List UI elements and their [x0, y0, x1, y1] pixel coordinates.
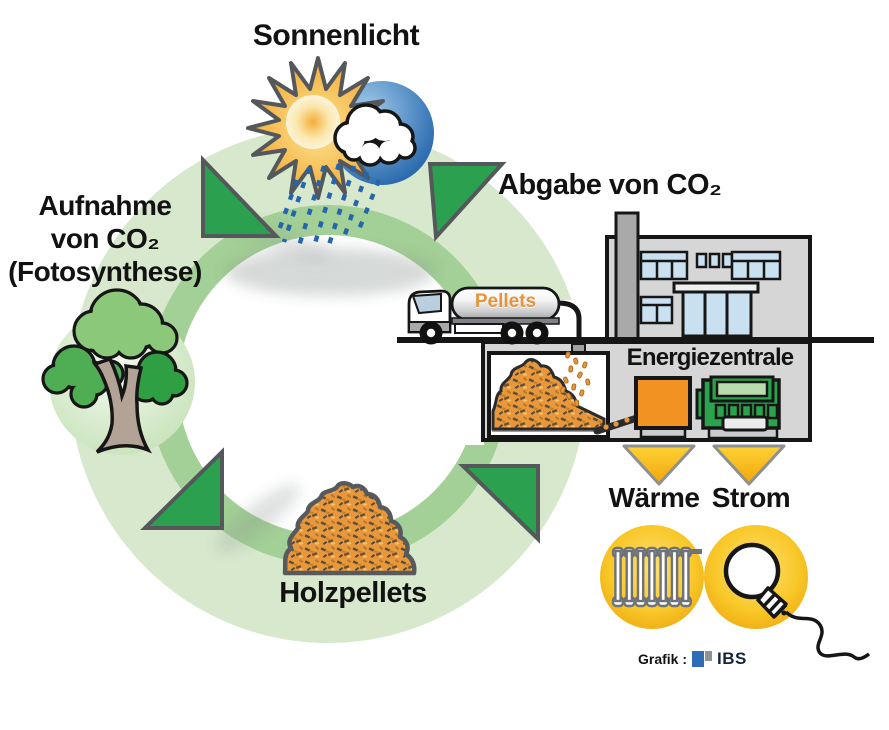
label-truck-tank: Pellets — [474, 291, 537, 312]
label-co2-uptake-line1: Aufnahme — [38, 190, 172, 221]
down-arrow-funnel-icon-heat — [622, 444, 696, 486]
green-triangle-arrow-icon-bottom-right — [458, 464, 540, 544]
label-co2-uptake-line3: (Fotosynthese) — [8, 256, 202, 287]
bunker-pellet-pile — [491, 358, 606, 431]
energy-center-basement — [481, 340, 812, 442]
chimney — [614, 211, 640, 342]
entrance-glass-door — [681, 290, 753, 338]
label-heat: Wärme — [608, 482, 700, 513]
sun-icon — [246, 56, 390, 200]
radiator-icon — [611, 546, 702, 608]
light-bulb-icon — [723, 542, 871, 661]
windshield — [411, 292, 442, 315]
power-cord — [784, 610, 871, 661]
building-windows — [639, 250, 782, 325]
ground-line — [397, 337, 874, 343]
ibs-logo-blue-square — [692, 651, 705, 667]
credit-line: Grafik : IBS — [638, 649, 747, 669]
green-triangle-arrow-icon-top-right — [427, 162, 507, 242]
chp-unit-icon — [695, 375, 781, 440]
tree-icon — [41, 288, 195, 455]
label-wood-pellets: Holzpellets — [279, 577, 427, 609]
tree-trunk — [92, 356, 153, 454]
label-co2-uptake-line2: von CO₂ — [50, 223, 160, 254]
output-funnels — [622, 444, 786, 486]
rain-icon — [274, 163, 382, 251]
label-electricity: Strom — [711, 482, 791, 513]
truck-wheels — [419, 321, 549, 345]
label-co2-release: Abgabe von CO₂ — [498, 169, 722, 201]
pellet-truck-icon — [407, 286, 586, 353]
hose-nozzle — [571, 343, 586, 353]
label-energy-center: Energiezentrale — [626, 344, 795, 371]
down-arrow-funnel-icon-electricity — [712, 444, 786, 486]
ibs-logo-icon — [692, 651, 713, 667]
pellet-pile-icon — [282, 481, 417, 576]
credit-brand: IBS — [717, 649, 747, 668]
ibs-logo-gray-square — [705, 651, 713, 661]
green-triangle-arrow-icon-top-left — [201, 155, 281, 238]
label-co2-uptake: Aufnahme von CO₂ (Fotosynthese) — [0, 189, 210, 288]
cloud-icon — [333, 103, 417, 167]
delivery-hose — [557, 300, 582, 344]
green-triangle-arrow-icon-bottom-left — [140, 447, 224, 530]
energy-plant-building-icon — [605, 211, 812, 342]
falling-pellets — [560, 351, 591, 407]
cycle-arrows — [140, 155, 540, 544]
label-sunlight: Sonnenlicht — [252, 19, 420, 52]
credit-label: Grafik : — [638, 651, 688, 667]
boiler-icon — [634, 376, 692, 439]
